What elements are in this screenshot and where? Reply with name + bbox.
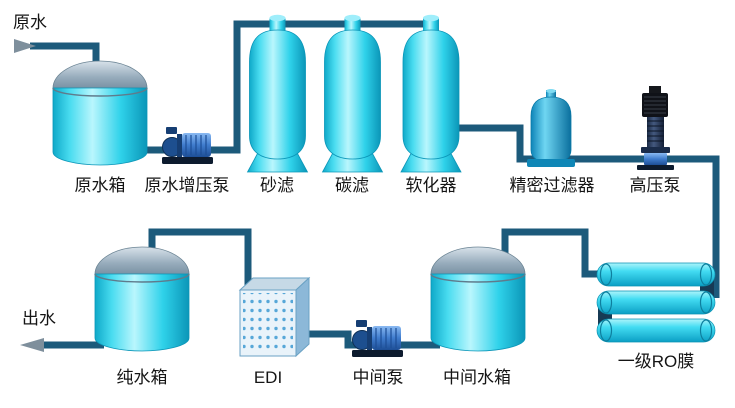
pipe-ro-to-intermediate-tank — [501, 228, 604, 278]
carbon-filter-vessel — [322, 14, 383, 173]
intermediate-tank — [430, 246, 526, 352]
sand-filter-vessel — [247, 14, 308, 173]
ro-tube — [596, 318, 716, 343]
labels: 原水 原水箱 原水增压泵 砂滤 碳滤 软化器 精密过滤器 高压泵 出水 纯水箱 … — [13, 13, 694, 387]
ro-tube — [596, 262, 716, 287]
label-softener: 软化器 — [406, 176, 457, 195]
label-booster-pump: 原水增压泵 — [145, 176, 230, 195]
label-carbon-filter: 碳滤 — [335, 176, 369, 195]
label-sand-filter: 砂滤 — [260, 176, 294, 195]
label-high-pressure-pump: 高压泵 — [630, 176, 681, 195]
pipe-edi-to-pure-tank — [148, 228, 252, 286]
high-pressure-pump — [637, 86, 674, 170]
label-intermediate-tank: 中间水箱 — [443, 368, 511, 387]
label-ro-membrane: 一级RO膜 — [618, 352, 695, 371]
inlet-arrow-icon — [14, 39, 36, 53]
pipe-hp-pump-to-ro — [662, 155, 720, 298]
label-edi: EDI — [254, 368, 282, 387]
pure-water-tank — [94, 246, 190, 352]
label-raw-water-tank: 原水箱 — [75, 176, 126, 195]
ro-membrane-stack — [596, 262, 716, 343]
softener-vessel — [400, 14, 462, 173]
outlet-arrow-icon — [20, 338, 44, 352]
edi-module — [238, 276, 311, 358]
raw-water-tank — [52, 60, 148, 166]
ro-tube — [596, 290, 716, 315]
precision-filter — [527, 89, 575, 167]
label-precision-filter: 精密过滤器 — [510, 176, 595, 195]
label-water-out: 出水 — [22, 309, 56, 328]
label-raw-water-in: 原水 — [13, 13, 47, 32]
label-pure-water-tank: 纯水箱 — [117, 368, 168, 387]
label-intermediate-pump: 中间泵 — [353, 368, 404, 387]
